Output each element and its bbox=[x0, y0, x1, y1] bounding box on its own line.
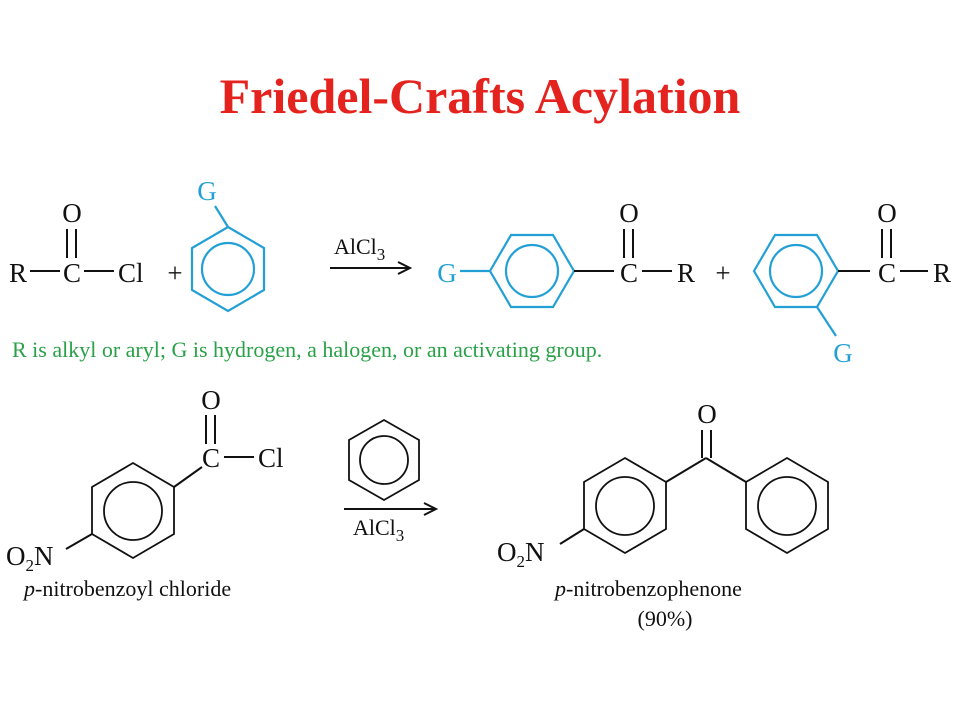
atom-g: G bbox=[833, 338, 853, 368]
reaction-1: O R C Cl + G AlCl3 G bbox=[9, 176, 951, 368]
catalyst-label: AlCl3 bbox=[334, 234, 385, 264]
para-product: G O C R bbox=[437, 198, 695, 309]
aromatic-circle bbox=[504, 243, 560, 299]
bond-ring-g bbox=[816, 306, 837, 337]
bond-c-right-ring bbox=[705, 457, 747, 483]
page-title: Friedel-Crafts Acylation bbox=[220, 68, 741, 124]
atom-oxygen: O bbox=[877, 198, 897, 228]
atom-oxygen: O bbox=[619, 198, 639, 228]
atom-chlorine: Cl bbox=[118, 258, 144, 288]
arrow-head bbox=[397, 261, 413, 275]
reaction-note: R is alkyl or aryl; G is hydrogen, a hal… bbox=[12, 337, 602, 362]
acyl-chloride: O R C Cl bbox=[9, 198, 144, 288]
atom-r: R bbox=[933, 258, 951, 288]
atom-carbon: C bbox=[202, 443, 220, 473]
reaction-arrow-2: AlCl3 bbox=[344, 418, 439, 545]
nitro-group: O2N bbox=[497, 537, 545, 571]
bond-ring-c bbox=[173, 466, 203, 488]
atom-g: G bbox=[197, 176, 217, 206]
reaction-arrow-1: AlCl3 bbox=[330, 234, 413, 275]
bond-g-ring bbox=[214, 205, 229, 228]
arrow-head bbox=[423, 502, 439, 516]
benzene-reagent-ring bbox=[348, 418, 420, 502]
product-name: p-nitrobenzophenone bbox=[553, 576, 742, 601]
atom-oxygen: O bbox=[62, 198, 82, 228]
product-yield: (90%) bbox=[638, 606, 693, 631]
nitro-group: O2N bbox=[6, 541, 54, 575]
nitrobenzoyl-chloride: O C Cl O2N p-nitrobenzoyl chloride bbox=[6, 385, 284, 601]
atom-r: R bbox=[9, 258, 27, 288]
atom-oxygen: O bbox=[697, 399, 717, 429]
left-benzene-ring bbox=[583, 456, 667, 555]
catalyst-label: AlCl3 bbox=[353, 515, 404, 545]
left-aromatic-circle bbox=[595, 476, 655, 536]
ortho-product: G O C R bbox=[752, 198, 951, 368]
aromatic-circle bbox=[768, 243, 824, 299]
atom-chlorine: Cl bbox=[258, 443, 284, 473]
atom-carbon: C bbox=[620, 258, 638, 288]
substituted-benzene: G bbox=[190, 176, 266, 313]
benzene-ring bbox=[190, 225, 266, 313]
aromatic-circle bbox=[200, 241, 256, 297]
reaction-2: O C Cl O2N p-nitrobenzoyl chloride A bbox=[6, 385, 829, 631]
benzene-reagent-circle bbox=[359, 435, 409, 485]
bond-ring-n bbox=[559, 528, 585, 545]
reactant-name: p-nitrobenzoyl chloride bbox=[22, 576, 231, 601]
plus-sign: + bbox=[715, 258, 730, 288]
atom-r: R bbox=[677, 258, 695, 288]
benzene-ring bbox=[91, 461, 175, 560]
right-benzene-ring bbox=[745, 456, 829, 555]
bond-ring-n bbox=[65, 533, 93, 550]
bond-c-left-ring bbox=[665, 457, 707, 483]
atom-g: G bbox=[437, 258, 457, 288]
right-aromatic-circle bbox=[757, 476, 817, 536]
atom-carbon: C bbox=[63, 258, 81, 288]
atom-carbon: C bbox=[878, 258, 896, 288]
nitrobenzophenone: O O2N p-nitrobenzophenone (90%) bbox=[497, 399, 829, 631]
aromatic-circle bbox=[103, 481, 163, 541]
atom-oxygen: O bbox=[201, 385, 221, 415]
plus-sign: + bbox=[167, 258, 182, 288]
